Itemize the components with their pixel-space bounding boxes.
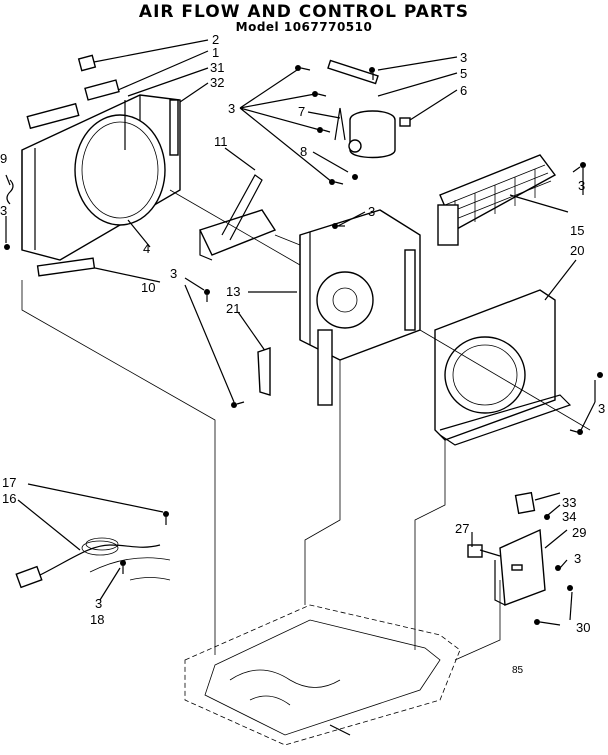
callout-3c: 3 (0, 203, 7, 218)
callout-3h: 3 (95, 596, 102, 611)
callout-3f: 3 (170, 266, 177, 281)
callout-5: 5 (460, 66, 467, 81)
callout-3b: 3 (460, 50, 467, 65)
callout-15: 15 (570, 223, 584, 238)
callout-34: 34 (562, 509, 576, 524)
callout-18: 18 (90, 612, 104, 627)
callout-33: 33 (562, 495, 576, 510)
alignment-lines (21, 189, 591, 661)
control-box (467, 491, 546, 606)
callout-13: 13 (226, 284, 240, 299)
callout-10: 10 (141, 280, 155, 295)
base-pan (184, 604, 461, 746)
front-panel (21, 94, 181, 261)
model-number: Model 1067770510 (235, 20, 373, 34)
side-bracket-9 (6, 179, 14, 205)
callout-7: 7 (298, 104, 305, 119)
motor-bracket (199, 174, 277, 261)
grille (437, 154, 557, 246)
rear-panel (434, 289, 572, 446)
callout-1: 1 (212, 45, 219, 60)
diagram-title: AIR FLOW AND CONTROL PARTS (138, 2, 470, 22)
callout-29: 29 (572, 525, 586, 540)
callout-3d: 3 (368, 204, 375, 219)
callout-27: 27 (455, 521, 469, 536)
leader-lines (5, 39, 596, 626)
callout-6: 6 (460, 83, 467, 98)
callout-8: 8 (300, 144, 307, 159)
callout-31: 31 (210, 60, 224, 75)
callout-4: 4 (143, 241, 150, 256)
callout-17: 17 (2, 475, 16, 490)
center-partition (299, 209, 421, 406)
callout-3i: 3 (574, 551, 581, 566)
callout-3e: 3 (578, 178, 585, 193)
callout-3g: 3 (598, 401, 605, 416)
capacitor-assembly (327, 59, 411, 159)
callout-30: 30 (576, 620, 590, 635)
power-cord (15, 537, 171, 589)
callout-labels: 2 1 31 32 3 3 5 6 7 8 11 9 3 3 3 15 20 4… (0, 32, 605, 676)
callout-20: 20 (570, 243, 584, 258)
air-filter-parts (26, 54, 179, 156)
callout-32: 32 (210, 75, 224, 90)
callout-16: 16 (2, 491, 16, 506)
callout-2: 2 (212, 32, 219, 47)
callout-3a: 3 (228, 101, 235, 116)
callout-9: 9 (0, 151, 7, 166)
page-code: 85 (512, 665, 524, 676)
seal-strip-10 (36, 257, 96, 277)
screws (4, 65, 603, 625)
callout-21: 21 (226, 301, 240, 316)
callout-11: 11 (214, 134, 228, 149)
